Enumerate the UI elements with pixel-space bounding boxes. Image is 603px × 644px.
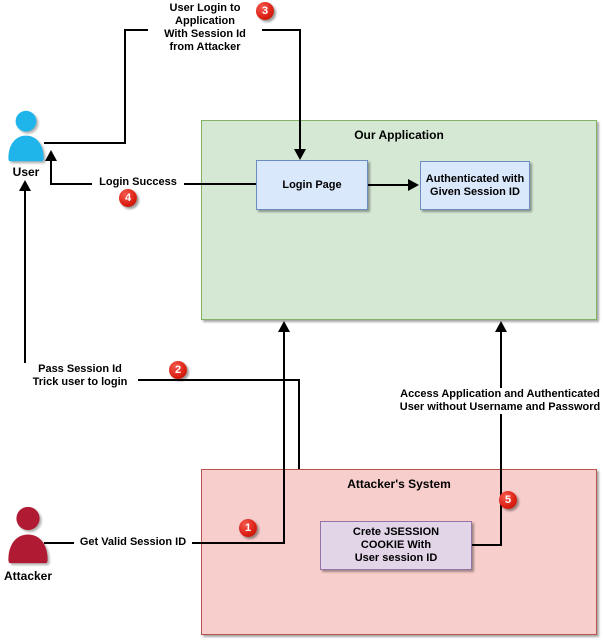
authenticated-node: Authenticated with Given Session ID xyxy=(420,161,530,210)
edge-step1-arrowhead xyxy=(278,321,290,332)
edge-step5-segment xyxy=(472,544,502,546)
edge-login-to-auth-segment xyxy=(368,184,410,186)
step1-badge: 1 xyxy=(239,519,257,537)
our-application-container: Our Application xyxy=(201,120,597,320)
step3-label: User Login to Application With Session I… xyxy=(148,2,262,54)
our-application-title: Our Application xyxy=(354,128,444,142)
step1-label: Get Valid Session ID xyxy=(74,536,192,549)
step3-badge: 3 xyxy=(256,2,274,20)
step5-badge: 5 xyxy=(499,491,517,509)
edge-step1-segment xyxy=(283,331,285,544)
jsession-cookie-label: Crete JSESSION COOKIE With User session … xyxy=(352,526,440,564)
attacker-actor xyxy=(5,506,51,564)
step2-badge: 2 xyxy=(169,361,187,379)
edge-step5-segment xyxy=(500,331,502,546)
attacker-actor-label: Attacker xyxy=(3,569,53,583)
login-page-label: Login Page xyxy=(282,178,342,191)
attackers-system-title: Attacker's System xyxy=(347,477,451,491)
step5-label: Access Application and Authenticated Use… xyxy=(394,388,603,414)
step4-label: Login Success xyxy=(92,176,184,189)
edge-step5-arrowhead xyxy=(495,321,507,332)
edge-step2-arrowhead xyxy=(19,180,31,191)
edge-step4-segment xyxy=(50,160,52,185)
edge-step2-segment xyxy=(25,379,300,381)
edge-step3-segment xyxy=(299,29,301,150)
step4-badge: 4 xyxy=(119,189,137,207)
edge-step3-segment xyxy=(44,142,126,144)
edge-step4-arrowhead xyxy=(45,150,57,161)
authenticated-label: Authenticated with Given Session ID xyxy=(425,172,525,198)
jsession-cookie-node: Crete JSESSION COOKIE With User session … xyxy=(320,521,472,570)
attacker-icon xyxy=(8,506,48,564)
user-actor-label: User xyxy=(12,165,40,179)
user-actor xyxy=(6,109,46,163)
edge-login-to-auth-arrowhead xyxy=(408,179,419,191)
edge-step3-arrowhead xyxy=(294,149,306,160)
edge-step2-segment xyxy=(24,191,26,381)
edge-step3-segment xyxy=(124,29,126,144)
user-icon xyxy=(8,110,44,162)
edge-step2-segment xyxy=(298,380,300,469)
login-page-node: Login Page xyxy=(256,160,368,210)
step2-label: Pass Session Id Trick user to login xyxy=(22,363,138,389)
